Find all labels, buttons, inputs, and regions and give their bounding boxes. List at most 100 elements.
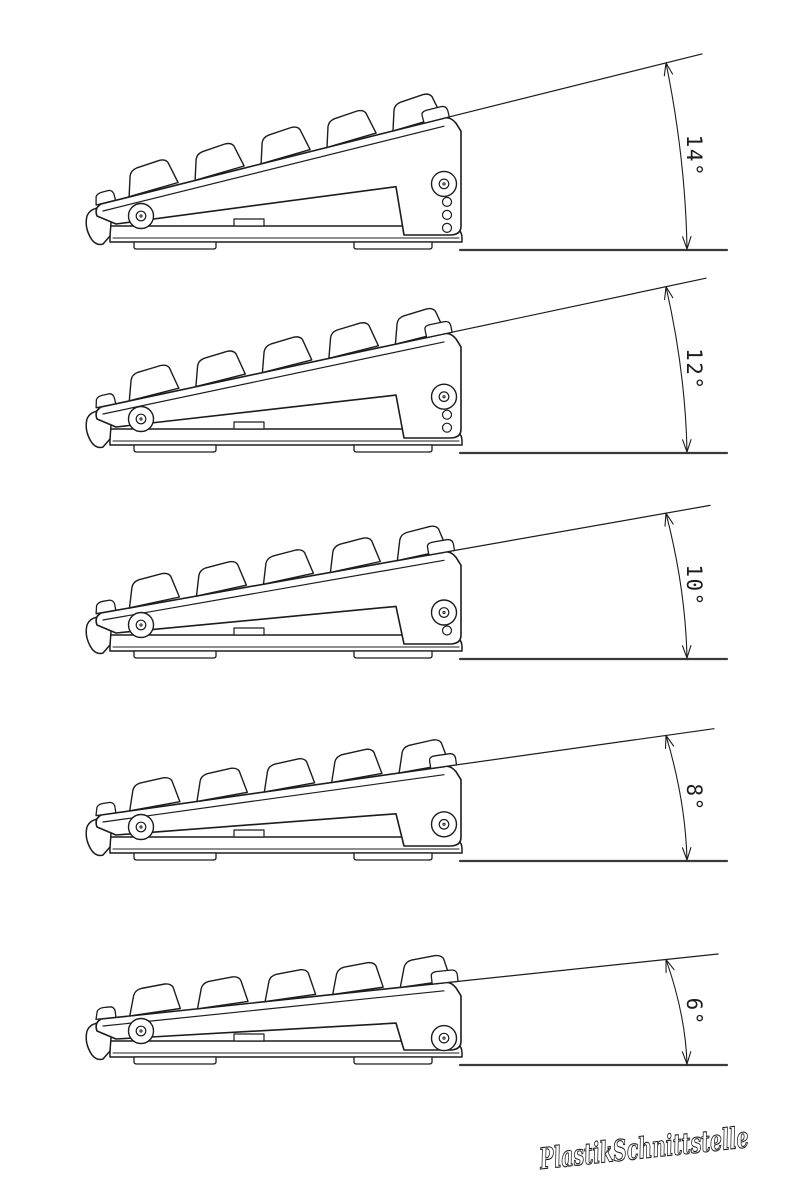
keycap xyxy=(331,748,383,784)
front-edge-bump xyxy=(95,801,117,817)
dimension-arrowhead xyxy=(686,645,692,659)
keycap xyxy=(263,758,316,793)
keyboard-diagram-12deg: 12° xyxy=(85,277,729,455)
case-lip-line xyxy=(102,559,445,621)
dimension-arrowhead xyxy=(686,847,692,861)
keycap xyxy=(128,159,179,198)
angle-extension-line xyxy=(430,728,715,770)
rear-screw-dot xyxy=(442,822,446,826)
angle-label: 12° xyxy=(682,348,706,390)
case-lip-line xyxy=(102,774,445,823)
keycap xyxy=(264,969,317,1003)
keycap xyxy=(394,307,446,345)
front-screw-dot xyxy=(139,1029,143,1033)
keyboard-top-case xyxy=(95,765,462,847)
rear-screw-dot xyxy=(442,1036,446,1040)
rear-corner-bump xyxy=(426,538,456,556)
angle-extension-line xyxy=(426,277,707,339)
dimension-arrowhead xyxy=(665,958,675,971)
keycap xyxy=(260,126,311,165)
dimension-arc xyxy=(665,735,688,861)
keyboard-top-case xyxy=(95,981,462,1051)
front-screw-dot xyxy=(139,825,143,829)
front-screw-dot xyxy=(139,417,143,421)
side-hole xyxy=(441,222,453,233)
angle-label: 6° xyxy=(682,998,706,1026)
keycap xyxy=(196,976,249,1010)
rubber-foot xyxy=(353,650,433,659)
keycap xyxy=(129,983,181,1017)
keycap xyxy=(392,93,443,132)
side-hole xyxy=(441,209,453,220)
dimension-arrowhead xyxy=(686,236,692,250)
dimension-arrowhead xyxy=(665,286,674,299)
rubber-foot xyxy=(133,241,217,250)
keycap xyxy=(329,537,381,574)
dimension-arrowhead xyxy=(665,734,675,747)
signature-text: PlastikSchnittstelle xyxy=(537,1120,750,1176)
front-screw-dot xyxy=(139,214,143,218)
keycap xyxy=(326,109,377,149)
dimension-arrowhead xyxy=(681,645,688,659)
dimension-arrowhead xyxy=(682,236,688,250)
keycap xyxy=(328,322,380,359)
base-notch xyxy=(233,829,265,838)
keyboard-diagram-14deg: 14° xyxy=(85,53,729,252)
angle-extension-line xyxy=(428,504,711,556)
rear-screw-dot xyxy=(442,610,446,615)
rubber-foot xyxy=(353,444,433,453)
rear-screw-dot xyxy=(442,182,446,186)
base-notch xyxy=(233,627,265,636)
keycap xyxy=(195,350,246,388)
front-edge-bump xyxy=(95,1006,117,1021)
keycap xyxy=(262,549,315,585)
front-edge-bump xyxy=(95,189,117,206)
keyboard-top-case xyxy=(95,332,462,439)
keycap xyxy=(332,961,384,996)
rubber-foot xyxy=(353,1056,433,1065)
dimension-arc xyxy=(665,286,688,453)
case-lip-line xyxy=(102,125,445,212)
rear-corner-bump xyxy=(424,320,453,339)
keyboard-top-case xyxy=(95,116,462,236)
rubber-foot xyxy=(133,1056,217,1065)
rear-corner-bump xyxy=(428,753,458,770)
keyboard-top-case xyxy=(95,551,462,645)
dimension-arc xyxy=(665,62,688,250)
keycap xyxy=(195,560,248,597)
base-notch xyxy=(233,218,265,227)
angle-label: 14° xyxy=(682,135,706,177)
angle-label: 10° xyxy=(682,564,706,606)
side-hole xyxy=(441,196,453,207)
rubber-foot xyxy=(133,444,217,453)
rubber-foot xyxy=(133,650,217,659)
keycap xyxy=(128,572,181,609)
dimension-arrowhead xyxy=(665,62,674,75)
case-lip-line xyxy=(102,990,445,1027)
side-hole xyxy=(441,409,453,420)
angle-label: 8° xyxy=(682,784,706,812)
keyboard-diagram-6deg: 6° xyxy=(85,953,729,1067)
keyboard-diagram-10deg: 10° xyxy=(85,504,729,661)
rubber-foot xyxy=(353,852,433,861)
keycap xyxy=(194,142,245,181)
keycap xyxy=(196,767,248,803)
rear-corner-bump xyxy=(421,105,450,124)
rubber-foot xyxy=(133,852,217,861)
dimension-arrowhead xyxy=(681,1051,688,1065)
base-notch xyxy=(233,421,265,430)
case-lip-line xyxy=(102,341,445,415)
side-hole xyxy=(441,422,453,433)
front-edge-bump xyxy=(95,599,117,615)
keycap xyxy=(129,776,181,812)
dimension-arrowhead xyxy=(663,62,667,77)
rubber-foot xyxy=(353,241,433,250)
side-hole xyxy=(441,625,453,636)
rear-screw-dot xyxy=(442,395,446,399)
rear-corner-bump xyxy=(430,969,459,985)
keycap xyxy=(261,336,313,374)
base-notch xyxy=(233,1033,265,1042)
dimension-arrowhead xyxy=(664,512,667,527)
